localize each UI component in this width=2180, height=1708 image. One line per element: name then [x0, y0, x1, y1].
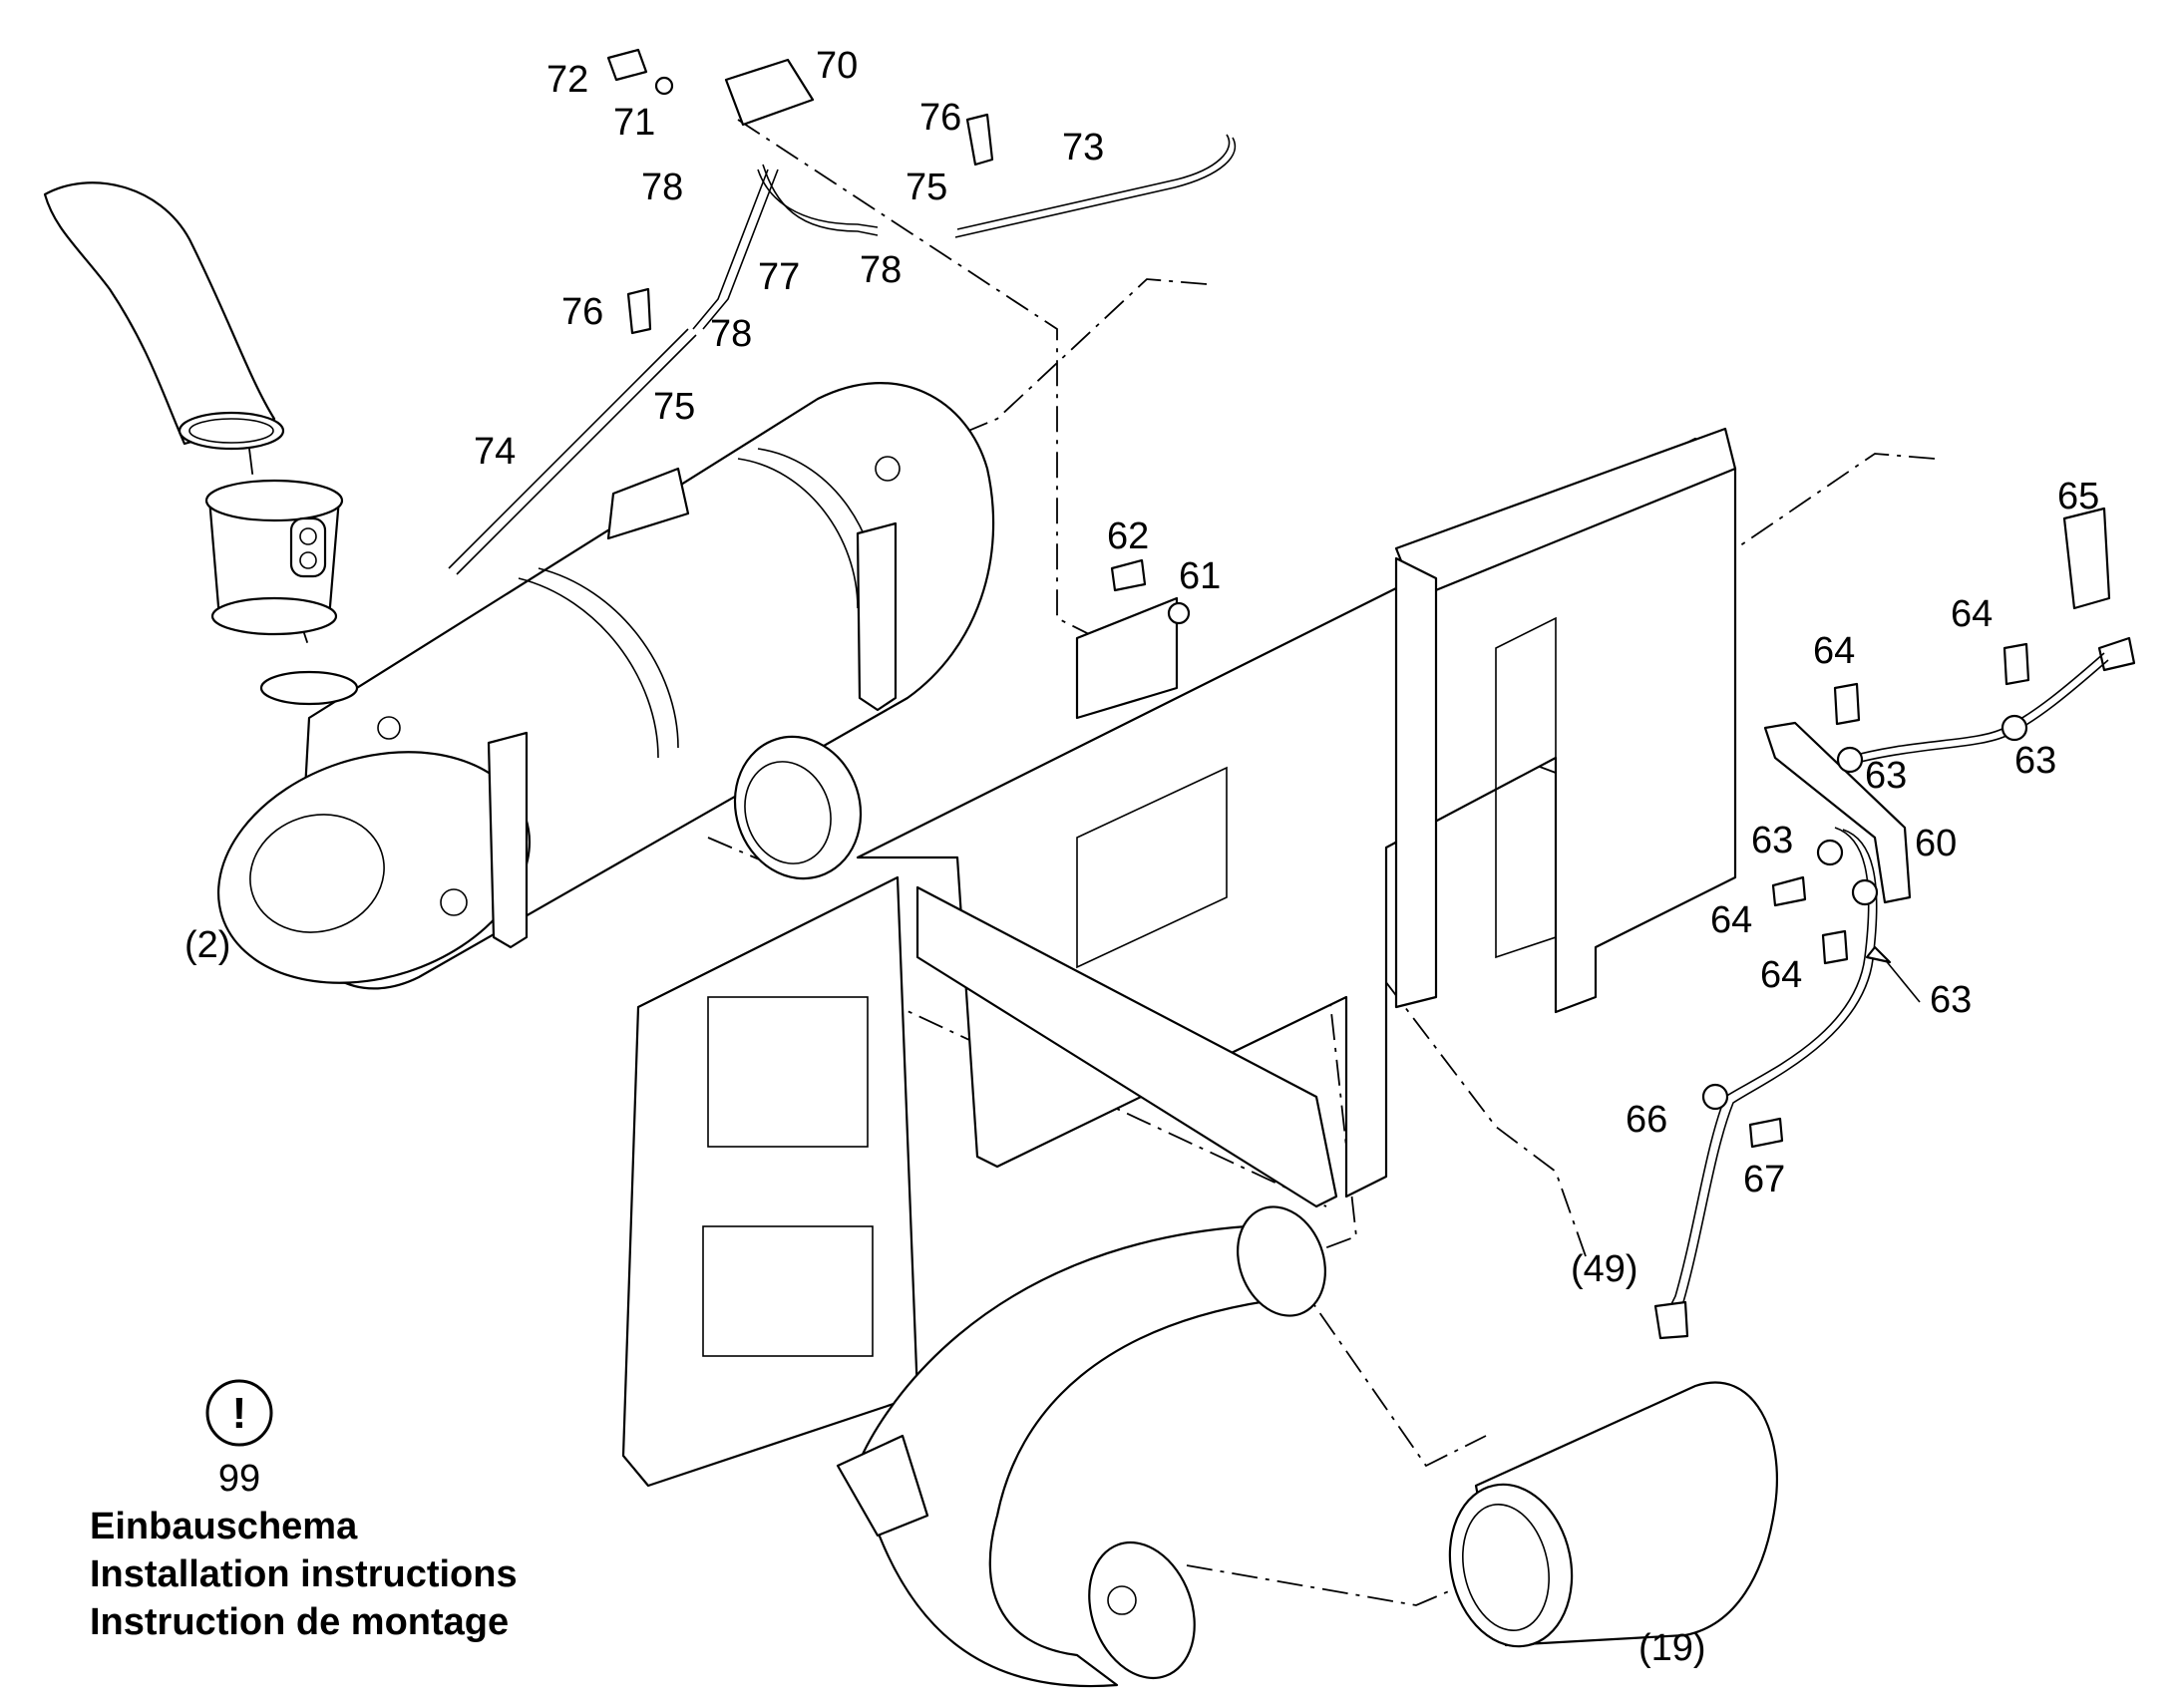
exclamation-glyph: ! — [232, 1389, 247, 1438]
label-p66: 66 — [1626, 1099, 1667, 1141]
label-p75b: 75 — [653, 386, 695, 428]
lower-tube — [836, 1205, 1326, 1688]
label-p63b: 63 — [2014, 740, 2056, 782]
exclamation-circle-icon — [205, 1379, 273, 1447]
note-number: 99 — [218, 1458, 260, 1500]
label-p73: 73 — [1062, 127, 1104, 169]
label-p63d: 63 — [1930, 979, 1972, 1021]
label-p74: 74 — [474, 431, 516, 473]
sensor-adapter-ring — [204, 479, 344, 636]
note-line-fr: Instruction de montage — [90, 1601, 509, 1643]
label-p19: (19) — [1638, 1627, 1706, 1669]
label-p64c: 64 — [1710, 899, 1752, 941]
part-labels: 72 70 71 76 73 78 75 77 78 76 78 75 74 6… — [184, 45, 2099, 1669]
installation-note: ! 99 Einbauschema Installation instructi… — [90, 1379, 518, 1643]
mounting-frame — [621, 427, 1737, 1488]
label-p64a: 64 — [1951, 593, 1993, 635]
canister-19 — [1448, 1381, 1778, 1648]
label-p63a: 63 — [1865, 755, 1907, 797]
label-p62: 62 — [1107, 515, 1149, 557]
label-p78b: 78 — [860, 249, 902, 291]
label-p71: 71 — [613, 102, 655, 144]
muffler-assembly — [216, 382, 995, 990]
label-p76a: 76 — [919, 97, 961, 139]
label-p65: 65 — [2057, 476, 2099, 517]
sensor-harness — [1110, 507, 2136, 1340]
label-p77: 77 — [758, 256, 800, 298]
label-p72: 72 — [546, 59, 588, 101]
label-p70: 70 — [816, 45, 858, 87]
label-p75a: 75 — [906, 167, 947, 208]
label-p78c: 78 — [710, 313, 752, 355]
label-p64b: 64 — [1813, 630, 1855, 672]
label-p76b: 76 — [561, 291, 603, 333]
pressure-tubes — [448, 48, 1237, 575]
label-p64d: 64 — [1760, 954, 1802, 996]
label-p2: (2) — [184, 924, 230, 966]
note-line-en: Installation instructions — [90, 1553, 518, 1595]
label-p60: 60 — [1915, 823, 1957, 864]
label-p67: 67 — [1743, 1159, 1785, 1200]
label-p63c: 63 — [1751, 820, 1793, 861]
exhaust-elbow-pipe — [43, 181, 285, 451]
label-p61: 61 — [1179, 555, 1221, 597]
label-p78a: 78 — [641, 167, 683, 208]
note-line-de: Einbauschema — [90, 1506, 358, 1547]
label-p49: (49) — [1571, 1248, 1638, 1290]
